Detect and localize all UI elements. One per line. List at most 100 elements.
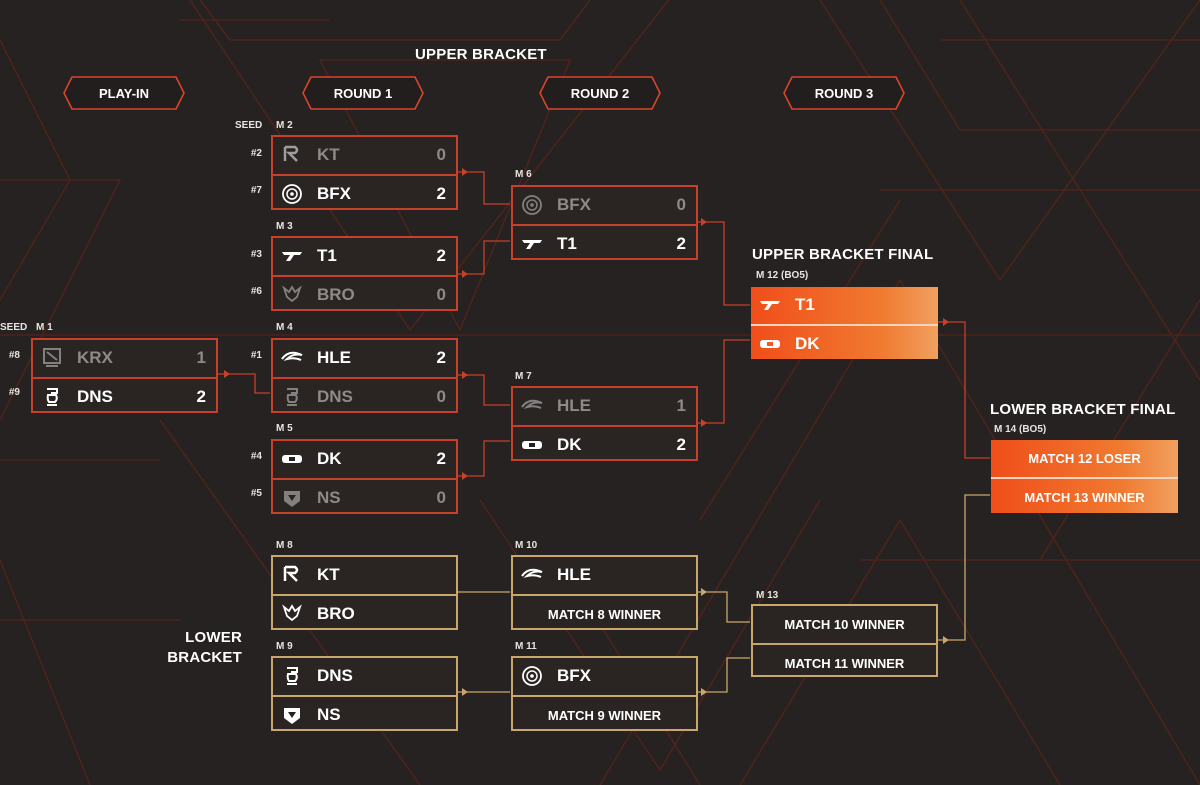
match-team-row[interactable]: NS bbox=[273, 695, 456, 733]
team-score: 0 bbox=[436, 285, 446, 304]
match-team-row[interactable]: MATCH 10 WINNER bbox=[753, 606, 936, 642]
placeholder-team: MATCH 9 WINNER bbox=[547, 707, 662, 723]
team-name: DK bbox=[317, 449, 342, 468]
placeholder-team: MATCH 11 WINNER bbox=[784, 655, 905, 671]
team-name: BFX bbox=[557, 195, 591, 214]
dk-logo-icon bbox=[282, 455, 302, 463]
match-team-row[interactable]: BFX bbox=[513, 658, 696, 694]
match-team-row[interactable]: MATCH 12 LOSER bbox=[991, 440, 1178, 476]
hle-logo-icon bbox=[281, 351, 303, 362]
team-score: 2 bbox=[196, 387, 206, 406]
match-id-m7: M 7 bbox=[515, 371, 532, 382]
team-name: NS bbox=[317, 705, 341, 724]
team-name: NS bbox=[317, 488, 341, 507]
seed-header-round-1: SEED bbox=[235, 120, 263, 131]
match-team-row[interactable]: DNS 0 bbox=[273, 377, 456, 415]
match-team-row[interactable]: DNS 2 bbox=[33, 377, 216, 415]
placeholder-team: MATCH 8 WINNER bbox=[547, 606, 662, 622]
match-card-m7[interactable]: HLE 1 DK 2 bbox=[511, 386, 698, 461]
match-team-row[interactable]: MATCH 13 WINNER bbox=[991, 477, 1178, 515]
match-team-row[interactable]: BFX 2 bbox=[273, 174, 456, 212]
lower-bracket-title: LOWER BRACKET bbox=[167, 629, 242, 666]
bfx-logo-icon bbox=[282, 184, 302, 204]
seed-number: #9 bbox=[8, 387, 20, 398]
seed-number: #5 bbox=[250, 488, 262, 499]
team-score: 2 bbox=[436, 246, 446, 265]
seed-number: #6 bbox=[250, 286, 262, 297]
team-name: T1 bbox=[317, 246, 337, 265]
match-id-m6: M 6 bbox=[515, 169, 532, 180]
t1-logo-icon bbox=[760, 301, 780, 310]
ns-logo-icon bbox=[284, 708, 300, 724]
match-team-row[interactable]: DK 2 bbox=[273, 441, 456, 477]
team-score: 2 bbox=[436, 348, 446, 367]
match-id-m9: M 9 bbox=[276, 641, 293, 652]
seed-number: #8 bbox=[8, 350, 20, 361]
match-id-m8: M 8 bbox=[276, 540, 293, 551]
round-label-round-3: ROUND 3 bbox=[782, 75, 906, 111]
t1-logo-icon bbox=[282, 252, 302, 261]
match-card-m11[interactable]: BFX MATCH 9 WINNER bbox=[511, 656, 698, 731]
match-team-row[interactable]: KRX 1 bbox=[33, 340, 216, 376]
match-card-m5[interactable]: DK 2 NS 0 bbox=[271, 439, 458, 514]
match-team-row[interactable]: MATCH 9 WINNER bbox=[513, 695, 696, 733]
match-card-m8[interactable]: KT BRO bbox=[271, 555, 458, 630]
dns-logo-icon bbox=[46, 388, 58, 406]
seed-number: #4 bbox=[250, 451, 262, 462]
match-card-m6[interactable]: BFX 0 T1 2 bbox=[511, 185, 698, 260]
upper-bracket-final-title: UPPER BRACKET FINAL bbox=[752, 246, 934, 263]
bfx-logo-icon bbox=[522, 666, 542, 686]
placeholder-team: MATCH 10 WINNER bbox=[784, 616, 905, 632]
match-card-m1[interactable]: KRX 1 DNS 2 bbox=[31, 338, 218, 413]
team-name: KT bbox=[317, 145, 340, 164]
match-team-row[interactable]: HLE 2 bbox=[273, 340, 456, 376]
seed-header-play-in: SEED bbox=[0, 322, 28, 333]
team-score: 2 bbox=[676, 234, 686, 253]
team-score: 0 bbox=[436, 488, 446, 507]
match-id-m13: M 13 bbox=[756, 590, 779, 601]
team-score: 2 bbox=[436, 184, 446, 203]
placeholder-team: MATCH 13 WINNER bbox=[1024, 489, 1145, 505]
round-label-round-2: ROUND 2 bbox=[538, 75, 662, 111]
match-card-m9[interactable]: DNS NS bbox=[271, 656, 458, 731]
match-card-m10[interactable]: HLE MATCH 8 WINNER bbox=[511, 555, 698, 630]
krx-logo-icon bbox=[43, 348, 61, 367]
match-team-row[interactable]: DK 2 bbox=[513, 425, 696, 463]
match-card-m14[interactable]: MATCH 12 LOSER MATCH 13 WINNER bbox=[991, 440, 1178, 513]
match-id-m4: M 4 bbox=[276, 322, 293, 333]
match-team-row[interactable]: HLE 1 bbox=[513, 388, 696, 424]
match-id-m11: M 11 bbox=[515, 641, 537, 652]
match-team-row[interactable]: T1 bbox=[751, 287, 938, 323]
match-team-row[interactable]: KT 0 bbox=[273, 137, 456, 173]
match-team-row[interactable]: MATCH 11 WINNER bbox=[753, 643, 936, 681]
hle-logo-icon bbox=[521, 568, 543, 579]
team-name: T1 bbox=[557, 234, 577, 253]
match-card-m12[interactable]: T1 DK bbox=[751, 287, 938, 359]
upper-bracket-title: UPPER BRACKET bbox=[415, 46, 547, 63]
match-team-row[interactable]: T1 2 bbox=[273, 238, 456, 274]
match-card-m4[interactable]: HLE 2 DNS 0 bbox=[271, 338, 458, 413]
match-card-m3[interactable]: T1 2 BRO 0 bbox=[271, 236, 458, 311]
match-team-row[interactable]: BRO 0 bbox=[273, 275, 456, 313]
match-team-row[interactable]: BRO bbox=[273, 594, 456, 632]
match-team-row[interactable]: BFX 0 bbox=[513, 187, 696, 223]
match-team-row[interactable]: MATCH 8 WINNER bbox=[513, 594, 696, 632]
team-name: HLE bbox=[557, 396, 591, 415]
team-name: DK bbox=[557, 435, 582, 454]
match-team-row[interactable]: DNS bbox=[273, 658, 456, 694]
match-card-m2[interactable]: KT 0 BFX 2 bbox=[271, 135, 458, 210]
dns-logo-icon bbox=[286, 388, 298, 406]
dk-logo-icon bbox=[760, 340, 780, 348]
match-team-row[interactable]: DK bbox=[751, 324, 938, 362]
team-score: 0 bbox=[436, 387, 446, 406]
team-score: 1 bbox=[196, 348, 206, 367]
match-team-row[interactable]: HLE bbox=[513, 557, 696, 593]
bfx-logo-icon bbox=[522, 195, 542, 215]
match-team-row[interactable]: KT bbox=[273, 557, 456, 593]
match-card-m13[interactable]: MATCH 10 WINNER MATCH 11 WINNER bbox=[751, 604, 938, 677]
match-team-row[interactable]: NS 0 bbox=[273, 478, 456, 516]
match-team-row[interactable]: T1 2 bbox=[513, 224, 696, 262]
team-name: DNS bbox=[317, 387, 353, 406]
